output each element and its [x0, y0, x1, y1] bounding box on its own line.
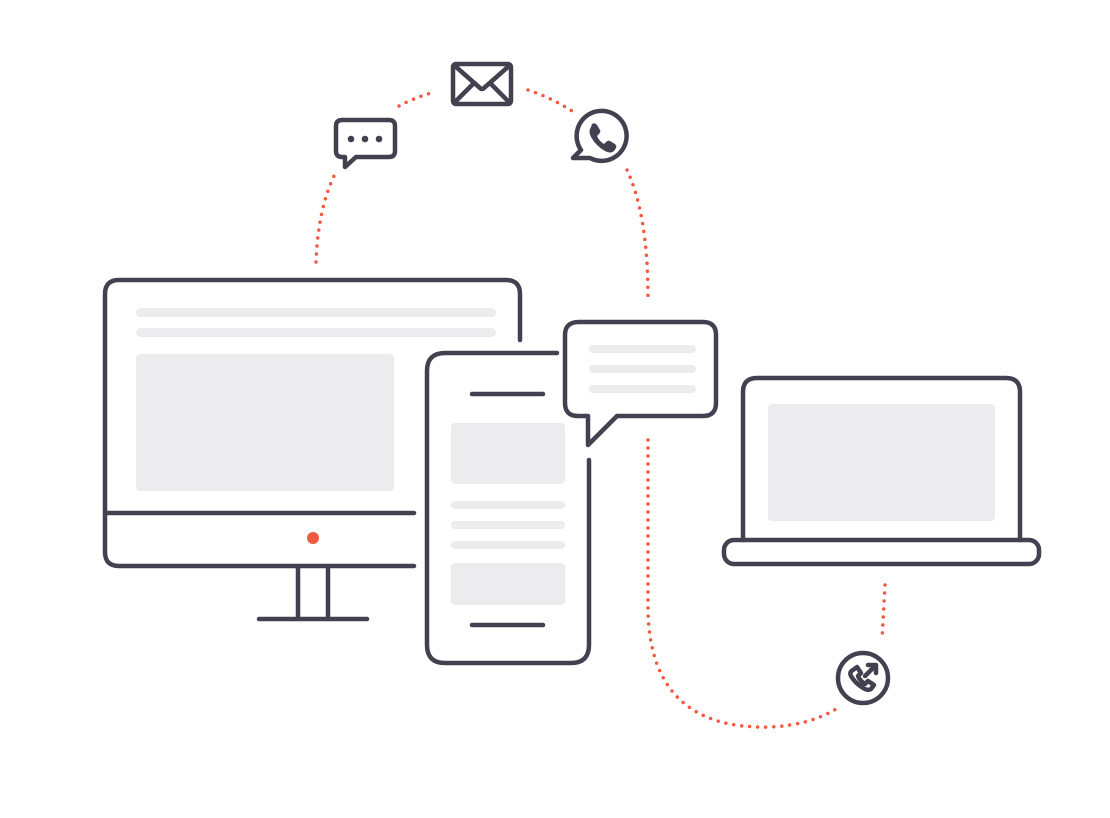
power-indicator — [307, 532, 319, 544]
message-bubble — [562, 319, 719, 448]
connector-bubble-call — [646, 438, 838, 729]
connector-laptop-call — [880, 583, 887, 642]
phone-outgoing-icon — [835, 650, 891, 706]
connector-monitor-chat — [314, 174, 336, 264]
dotted-connectors — [314, 88, 887, 729]
desktop-monitor — [102, 277, 523, 622]
laptop — [721, 375, 1042, 567]
smartphone — [424, 350, 592, 666]
connector-email-whatsapp — [526, 88, 574, 113]
connector-whatsapp-bubble — [625, 168, 650, 300]
chat-bubble-icon — [333, 117, 398, 170]
envelope-icon — [450, 61, 514, 107]
connector-chat-email — [397, 91, 433, 108]
whatsapp-icon — [570, 108, 629, 164]
